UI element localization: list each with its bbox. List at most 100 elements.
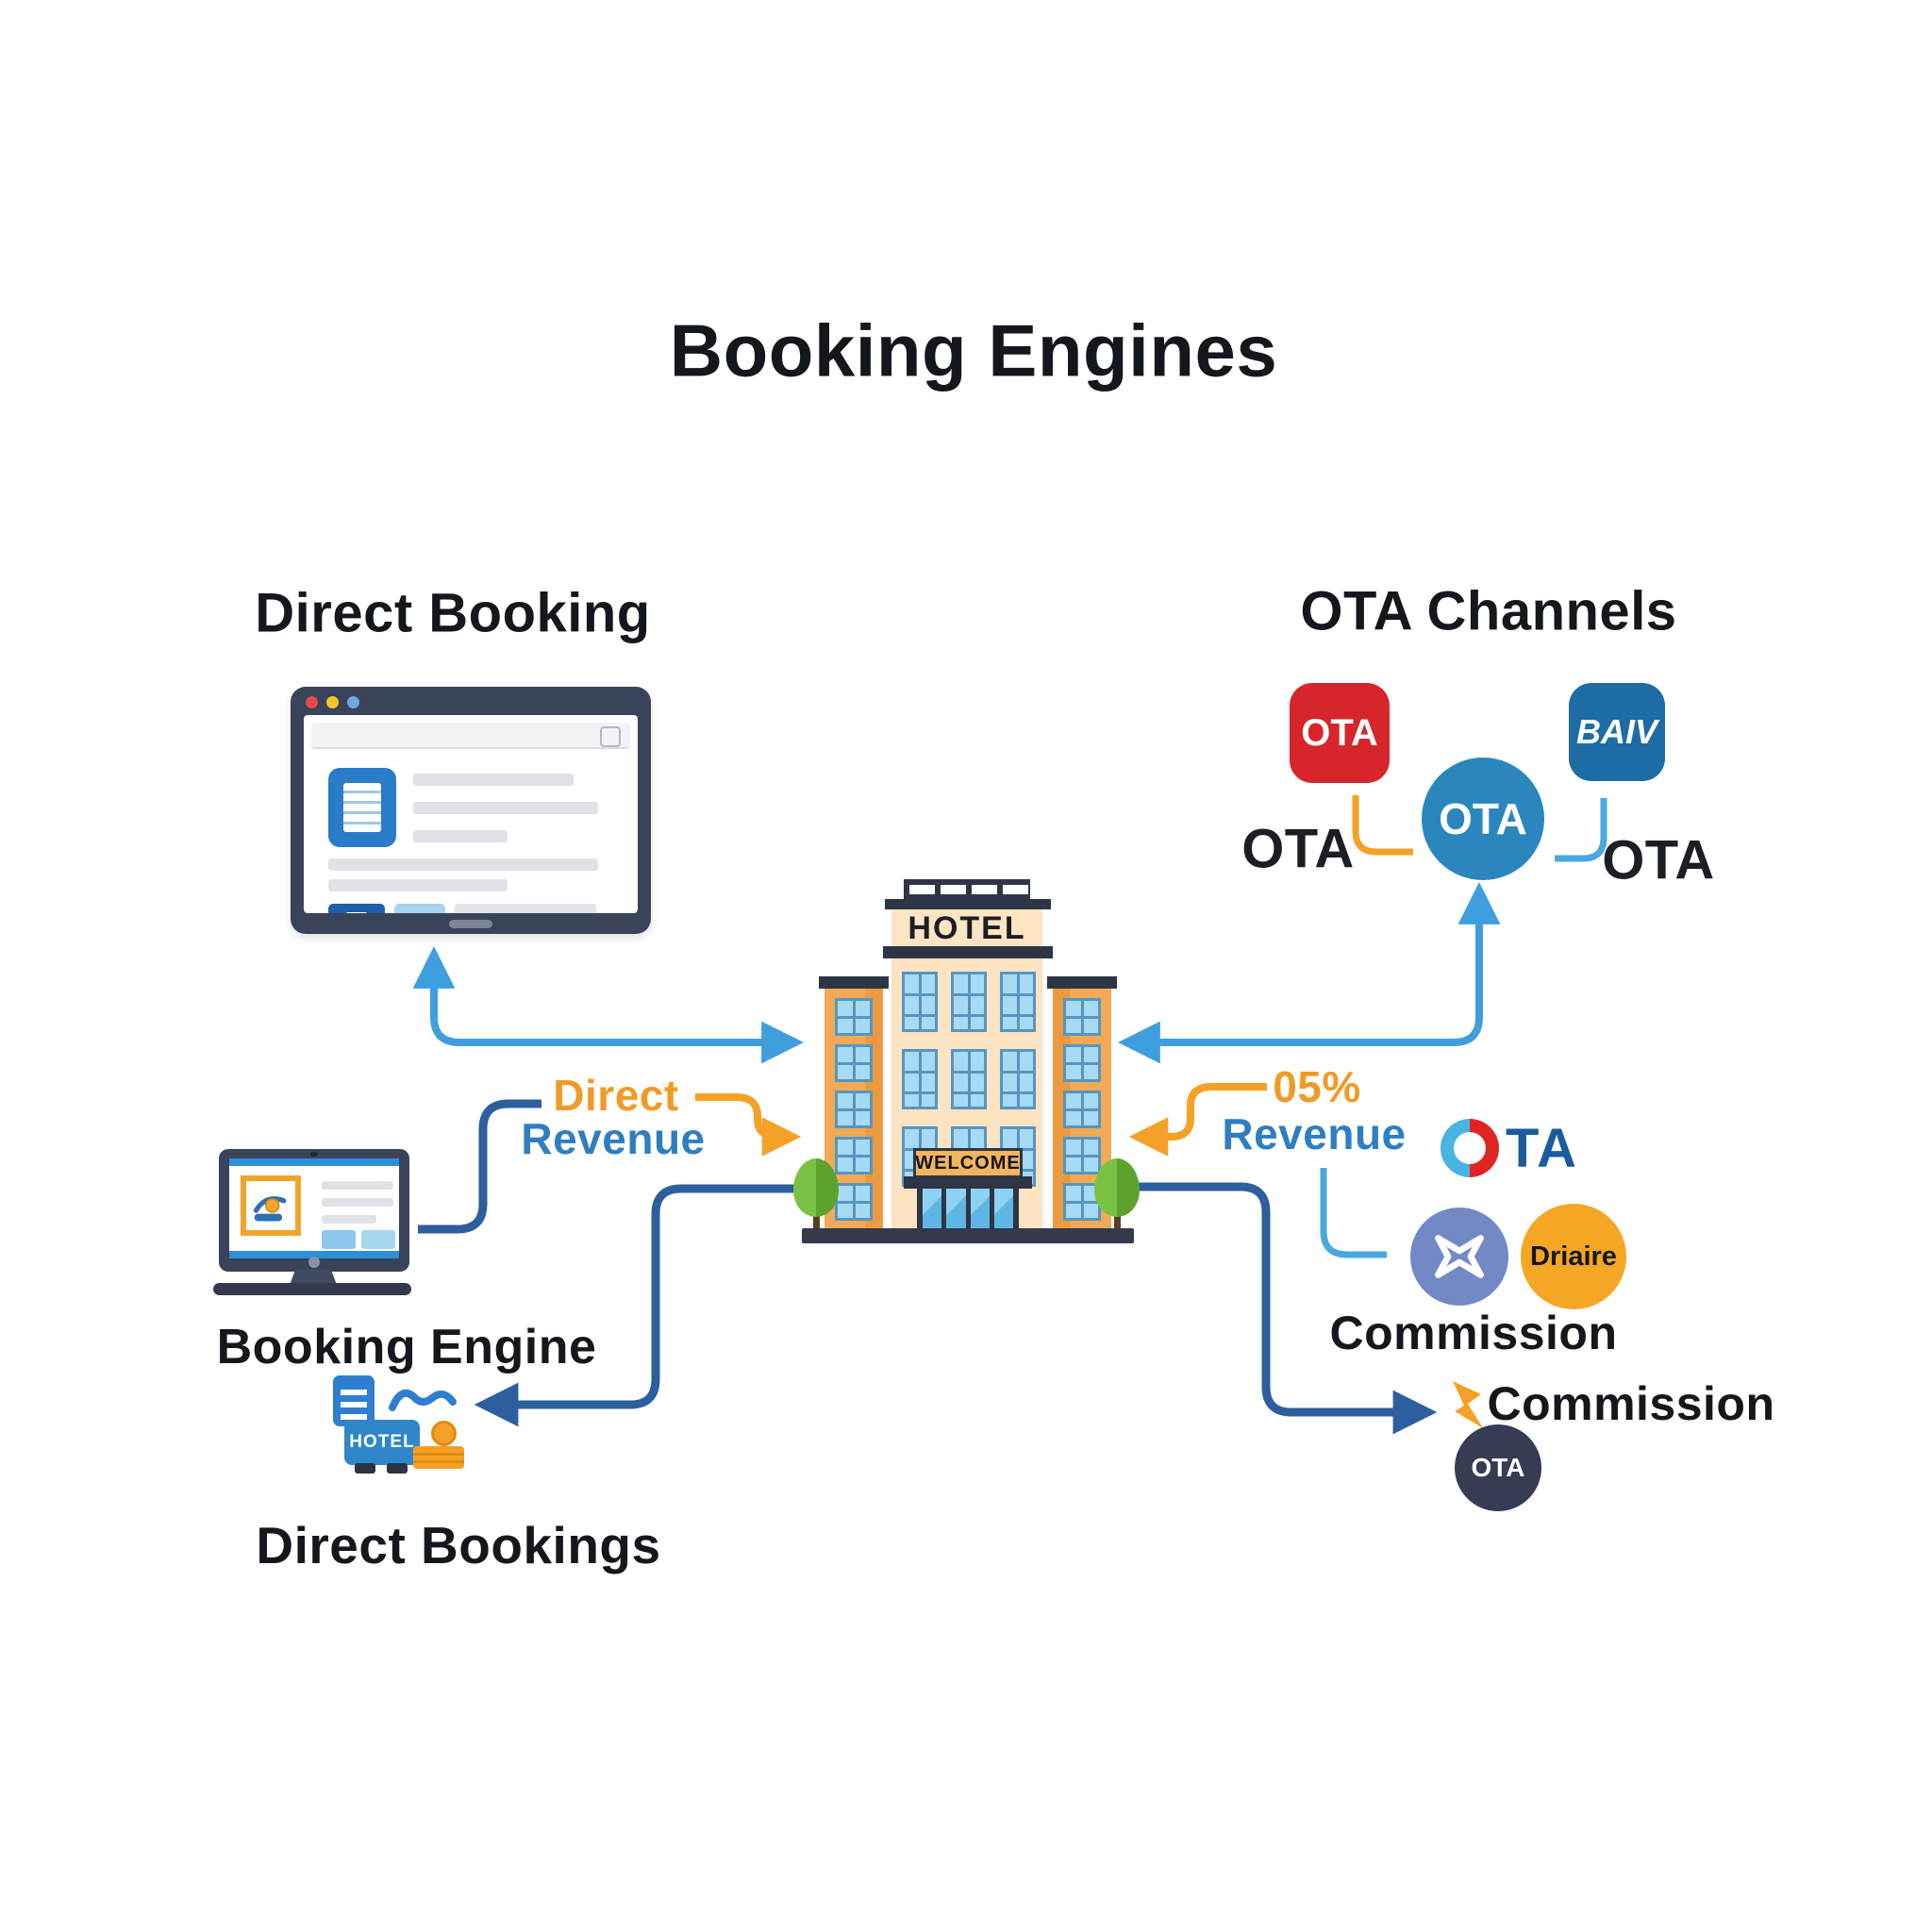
ota-revenue-line1: 05% xyxy=(1273,1062,1361,1111)
ota-logo-ring-hole xyxy=(1454,1132,1486,1164)
placeholder-line xyxy=(328,858,598,871)
ota-red-tile: OTA xyxy=(1290,683,1390,783)
browser-content xyxy=(304,715,638,913)
booking-engine-caption: Booking Engine xyxy=(216,1320,597,1374)
hotel-window xyxy=(835,1044,873,1082)
arrow-hotel-bookings xyxy=(474,1184,802,1427)
welcome-sign: WELCOME xyxy=(913,1148,1023,1178)
arrow-ota-revenue xyxy=(1128,1083,1267,1157)
placeholder-bar xyxy=(455,904,596,913)
door-panel xyxy=(970,1189,990,1228)
tree-icon xyxy=(793,1158,839,1217)
hotel-window xyxy=(1063,1091,1101,1128)
hotel-window xyxy=(835,1137,873,1174)
ota-logo-text: TA xyxy=(1506,1118,1579,1179)
placeholder-line xyxy=(322,1198,393,1207)
ota-text-right: OTA xyxy=(1602,829,1715,891)
hotel-truck-icon: HOTEL xyxy=(344,1420,420,1465)
dot-red-icon xyxy=(306,696,318,708)
screen-button xyxy=(322,1230,356,1249)
arrow-hotel-browser xyxy=(412,946,804,1064)
hotel-window xyxy=(1063,1137,1101,1174)
line-revenue-commission xyxy=(1320,1168,1387,1258)
hotel-window xyxy=(902,972,938,1032)
link-curve-icon xyxy=(389,1389,457,1411)
booking-form-tile xyxy=(328,768,396,847)
ota-text-left: OTA xyxy=(1241,818,1355,880)
ota-logo-ring-icon xyxy=(1441,1119,1499,1177)
coin-icon xyxy=(431,1421,457,1446)
wing-band-right xyxy=(1047,976,1117,989)
door-panel xyxy=(946,1189,966,1228)
hotel-window xyxy=(902,1049,938,1109)
hotel-window xyxy=(1000,1049,1036,1109)
placeholder-line xyxy=(322,1215,376,1224)
document-icon xyxy=(333,1375,375,1426)
monitor-button-icon xyxy=(308,1257,320,1268)
baiv-tile: BAIV xyxy=(1569,683,1665,781)
screen-top-bar xyxy=(229,1158,399,1166)
arrow-hotel-commission xyxy=(1132,1182,1438,1435)
browser-traffic-dots xyxy=(306,696,359,708)
ota-channels-heading: OTA Channels xyxy=(1300,580,1677,642)
placeholder-line xyxy=(413,830,508,842)
wheel-icon xyxy=(355,1463,375,1474)
browser-action-icon xyxy=(600,726,621,747)
commission-label-upper: Commission xyxy=(1329,1307,1618,1359)
browser-bottom-notch xyxy=(449,920,492,928)
ota-blue-circle: OTA xyxy=(1422,758,1544,880)
direct-booking-heading: Direct Booking xyxy=(255,582,651,644)
monitor-stand xyxy=(290,1270,337,1285)
tree-trunk xyxy=(1114,1206,1121,1230)
hotel-sign: HOTEL xyxy=(891,909,1042,947)
hotel-base xyxy=(802,1228,1134,1243)
dot-blue-icon xyxy=(347,696,359,708)
camera-dot-icon xyxy=(310,1152,318,1157)
secondary-button xyxy=(394,904,445,913)
bowtie-glyph-icon xyxy=(1435,1235,1484,1278)
wheel-icon xyxy=(387,1463,408,1474)
commission-brand-icon xyxy=(1410,1208,1508,1306)
placeholder-line xyxy=(328,879,508,891)
monitor-screen xyxy=(229,1158,399,1258)
placeholder-line xyxy=(322,1181,393,1190)
hotel-window xyxy=(1000,972,1036,1032)
arrow-hotel-ota xyxy=(1118,882,1501,1064)
line-monitor-revenue xyxy=(418,1099,541,1234)
direct-revenue-line2: Revenue xyxy=(521,1114,706,1163)
wing-band-left xyxy=(819,976,889,989)
hand-coin-tile xyxy=(241,1175,301,1236)
hotel-building: HOTEL WELCOME xyxy=(800,825,1136,1243)
browser-window xyxy=(291,687,651,934)
direct-revenue-line1: Direct xyxy=(553,1071,679,1120)
screen-button xyxy=(361,1230,395,1249)
line-red-ota xyxy=(1352,795,1413,856)
roof-band xyxy=(883,946,1053,958)
tree-trunk xyxy=(813,1206,820,1230)
door-panel xyxy=(923,1189,942,1228)
ota-dark-circle: OTA xyxy=(1455,1424,1541,1511)
url-bar xyxy=(311,723,630,749)
hotel-window xyxy=(951,1049,987,1109)
hotel-window xyxy=(1063,998,1101,1036)
ota-revenue-line2: Revenue xyxy=(1222,1109,1407,1158)
hand-coin-icon xyxy=(253,1196,287,1222)
placeholder-line xyxy=(413,774,574,786)
url-text-scribble xyxy=(321,727,358,742)
monitor-base xyxy=(213,1283,411,1295)
hotel-window xyxy=(1063,1044,1101,1082)
tree-icon xyxy=(1094,1158,1140,1217)
hotel-window xyxy=(835,998,873,1036)
lightning-icon xyxy=(1453,1381,1483,1428)
money-stack-icon xyxy=(413,1446,464,1469)
hotel-window xyxy=(835,1091,873,1128)
hotel-window xyxy=(951,972,987,1032)
direct-bookings-caption: Direct Bookings xyxy=(256,1516,661,1574)
commission-label-lower: Commission xyxy=(1487,1377,1775,1430)
booking-engine-monitor xyxy=(219,1149,409,1272)
arrow-direct-revenue xyxy=(695,1093,802,1157)
entrance-doors xyxy=(917,1189,1019,1228)
dot-yellow-icon xyxy=(326,696,339,708)
